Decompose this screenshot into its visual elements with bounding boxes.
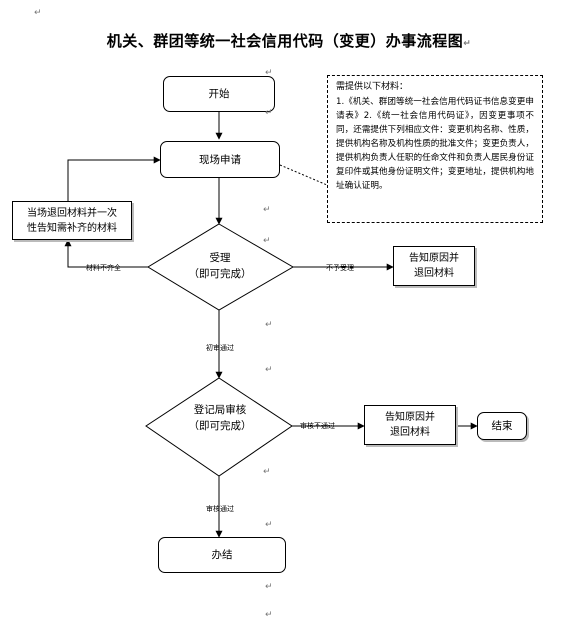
arrow-accept-to-return <box>64 239 148 268</box>
edge-label-first-review-pass: 初审通过 <box>206 344 234 352</box>
note-body: 1.《机关、群团等统一社会信用代码证书信息变更申请表》2.《统一社会信用代码证》… <box>336 97 534 191</box>
note-heading: 需提供以下材料： <box>336 82 409 92</box>
paragraph-mark: ↵ <box>265 320 273 330</box>
notify-reason-node-1: 告知原因并 退回材料 <box>393 246 475 286</box>
paragraph-mark: ↵ <box>265 365 273 375</box>
return-materials-line-2: 性告知需补齐的材料 <box>27 222 117 234</box>
notify-reason-1-line-2: 退回材料 <box>414 268 454 279</box>
onsite-apply-label: 现场申请 <box>199 153 241 166</box>
accept-label-line-2: （即可完成） <box>188 268 252 280</box>
paragraph-mark: ↵ <box>265 68 273 78</box>
arrow-return-to-apply <box>67 156 161 201</box>
paragraph-mark: ↵ <box>265 610 273 620</box>
materials-note: 需提供以下材料： 1.《机关、群团等统一社会信用代码证书信息变更申请表》2.《统… <box>327 75 543 223</box>
accept-label-line-1: 受理 <box>209 252 231 264</box>
page-title: 机关、群团等统一社会信用代码（变更）办事流程图↵ <box>0 30 578 51</box>
accept-diamond <box>147 223 294 311</box>
review-diamond <box>145 377 293 477</box>
return-materials-node: 当场退回材料并一次 性告知需补齐的材料 <box>12 201 132 240</box>
done-label: 办结 <box>211 549 233 561</box>
notify-reason-2-line-1: 告知原因并 <box>385 412 435 423</box>
paragraph-mark: ↵ <box>265 582 273 592</box>
paragraph-mark: ↵ <box>263 205 271 215</box>
end-label: 结束 <box>491 420 513 432</box>
start-node: 开始 <box>163 76 275 112</box>
review-label: 登记局审核 （即可完成） <box>160 402 280 434</box>
edge-label-review-pass: 审核通过 <box>206 505 234 513</box>
review-label-line-2: （即可完成） <box>188 420 252 432</box>
accept-label: 受理 （即可完成） <box>160 250 280 282</box>
return-materials-line-1: 当场退回材料并一次 <box>27 207 117 219</box>
notify-reason-1-line-1: 告知原因并 <box>409 253 459 264</box>
paragraph-mark: ↵ <box>265 520 273 530</box>
paragraph-mark: ↵ <box>34 8 42 18</box>
paragraph-mark: ↵ <box>265 108 273 118</box>
edge-label-review-fail: 审核不通过 <box>300 422 335 430</box>
title-text: 机关、群团等统一社会信用代码（变更）办事流程图 <box>106 32 464 50</box>
paragraph-mark: ↵ <box>263 236 271 246</box>
start-label: 开始 <box>208 88 230 100</box>
end-node: 结束 <box>477 412 527 440</box>
paragraph-mark: ↵ <box>263 467 271 477</box>
review-label-line-1: 登记局审核 <box>193 404 247 416</box>
onsite-apply-node: 现场申请 <box>160 141 280 178</box>
edge-label-not-accepted: 不予受理 <box>326 264 354 272</box>
done-node: 办结 <box>158 537 286 573</box>
note-leader <box>279 164 328 186</box>
notify-reason-node-2: 告知原因并 退回材料 <box>364 405 456 445</box>
paragraph-mark: ↵ <box>463 39 472 49</box>
edge-label-incomplete: 材料不齐全 <box>86 264 121 272</box>
notify-reason-2-line-2: 退回材料 <box>390 427 430 438</box>
